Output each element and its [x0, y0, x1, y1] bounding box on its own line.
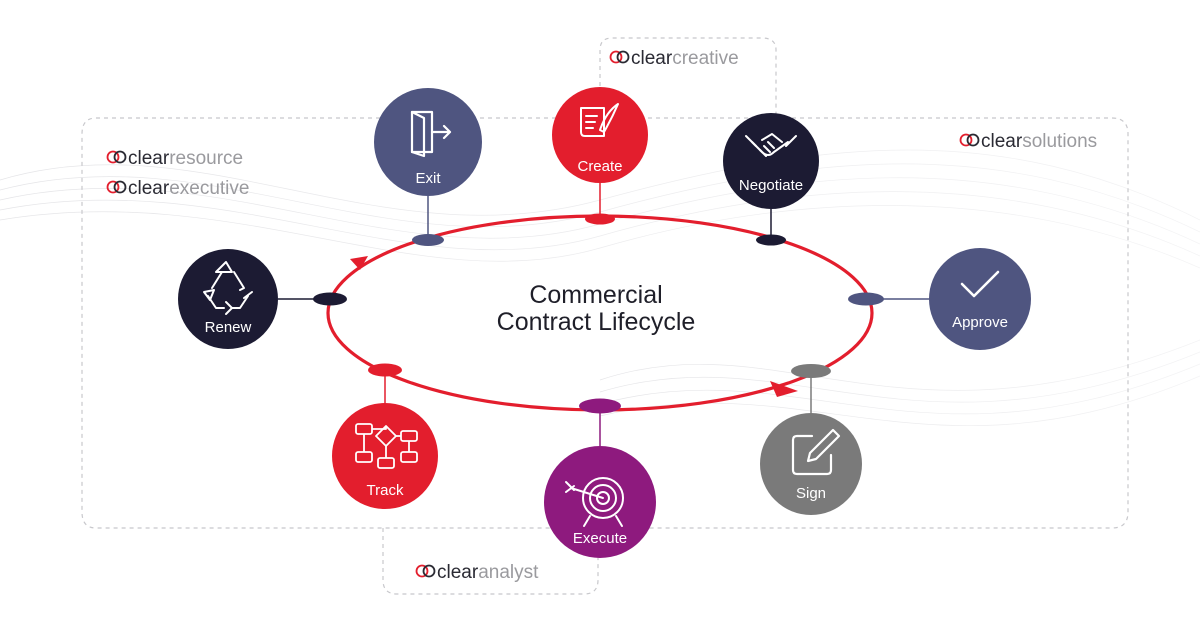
step-negotiate[interactable]: Negotiate — [723, 113, 819, 246]
step-track[interactable]: Track — [332, 363, 438, 510]
brand-suffix: executive — [169, 178, 249, 199]
svg-text:clearexecutive: clearexecutive — [128, 178, 249, 199]
step-approve-circle — [929, 248, 1031, 350]
step-renew-circle — [178, 249, 278, 349]
ring-arrow-icon — [350, 256, 368, 270]
target-arrow-icon — [565, 477, 624, 527]
door-exit-icon — [410, 110, 452, 158]
svg-text:clearcreative: clearcreative — [631, 48, 739, 69]
step-approve-connector — [848, 292, 884, 306]
step-execute[interactable]: Execute — [544, 398, 656, 559]
step-renew[interactable]: Renew — [178, 249, 347, 349]
step-renew-connector — [313, 292, 347, 306]
checkmark-icon — [960, 270, 1000, 298]
flowchart-icon — [355, 423, 418, 469]
analyst-group-outline — [382, 528, 599, 595]
main-group-outline — [81, 117, 1129, 529]
svg-text:clearsolutions: clearsolutions — [981, 131, 1097, 152]
step-sign[interactable]: Sign — [760, 364, 862, 515]
group-outlines — [81, 37, 1129, 595]
ring-arrow-icon — [770, 381, 798, 397]
step-label: Approve — [952, 314, 1008, 331]
brand-suffix: solutions — [1022, 131, 1097, 152]
step-approve[interactable]: Approve — [848, 248, 1031, 350]
center-title-line2: Contract Lifecycle — [497, 308, 696, 336]
step-execute-connector — [579, 398, 621, 414]
brand-prefix: clear — [631, 48, 673, 69]
brand-suffix: resource — [169, 148, 243, 169]
brand-analyst: clearanalyst — [415, 562, 539, 583]
step-track-circle — [332, 403, 438, 509]
handshake-icon — [745, 133, 797, 157]
brand-prefix: clear — [128, 148, 170, 169]
step-label: Sign — [796, 485, 826, 502]
brand-executive: clearexecutive — [106, 178, 249, 199]
svg-text:clearresource: clearresource — [128, 148, 243, 169]
step-sign-connector — [791, 364, 831, 378]
step-label: Execute — [573, 530, 627, 547]
step-label: Create — [577, 158, 622, 175]
step-track-connector — [368, 363, 402, 377]
step-negotiate-circle — [723, 113, 819, 209]
svg-text:clearanalyst: clearanalyst — [437, 562, 539, 583]
brand-prefix: clear — [437, 562, 479, 583]
brand-logo-icon — [415, 564, 436, 578]
brand-prefix: clear — [128, 178, 170, 199]
step-label: Track — [367, 482, 404, 499]
brand-logo-icon — [609, 50, 630, 64]
brand-resource: clearresource — [106, 148, 243, 169]
brand-suffix: creative — [672, 48, 739, 69]
recycle-icon — [203, 261, 253, 315]
step-create[interactable]: Create — [552, 87, 648, 225]
brand-creative: clearcreative — [609, 48, 739, 69]
brand-suffix: analyst — [478, 562, 539, 583]
step-exit[interactable]: Exit — [374, 88, 482, 246]
step-negotiate-connector — [756, 234, 786, 246]
creative-group-outline — [599, 37, 777, 118]
step-label: Renew — [205, 319, 252, 336]
brand-prefix: clear — [981, 131, 1023, 152]
step-execute-circle — [544, 446, 656, 558]
step-label: Exit — [415, 170, 441, 187]
brand-logo-icon — [106, 150, 127, 164]
center-title-line1: Commercial — [529, 281, 662, 309]
brand-logo-icon — [106, 180, 127, 194]
pen-on-paper-icon — [791, 428, 841, 476]
brand-logo-icon — [959, 133, 980, 147]
document-quill-icon — [580, 103, 619, 137]
brand-solutions: clearsolutions — [959, 131, 1097, 152]
step-exit-connector — [412, 234, 444, 246]
step-create-connector — [585, 213, 615, 225]
step-exit-circle — [374, 88, 482, 196]
step-label: Negotiate — [739, 177, 803, 194]
